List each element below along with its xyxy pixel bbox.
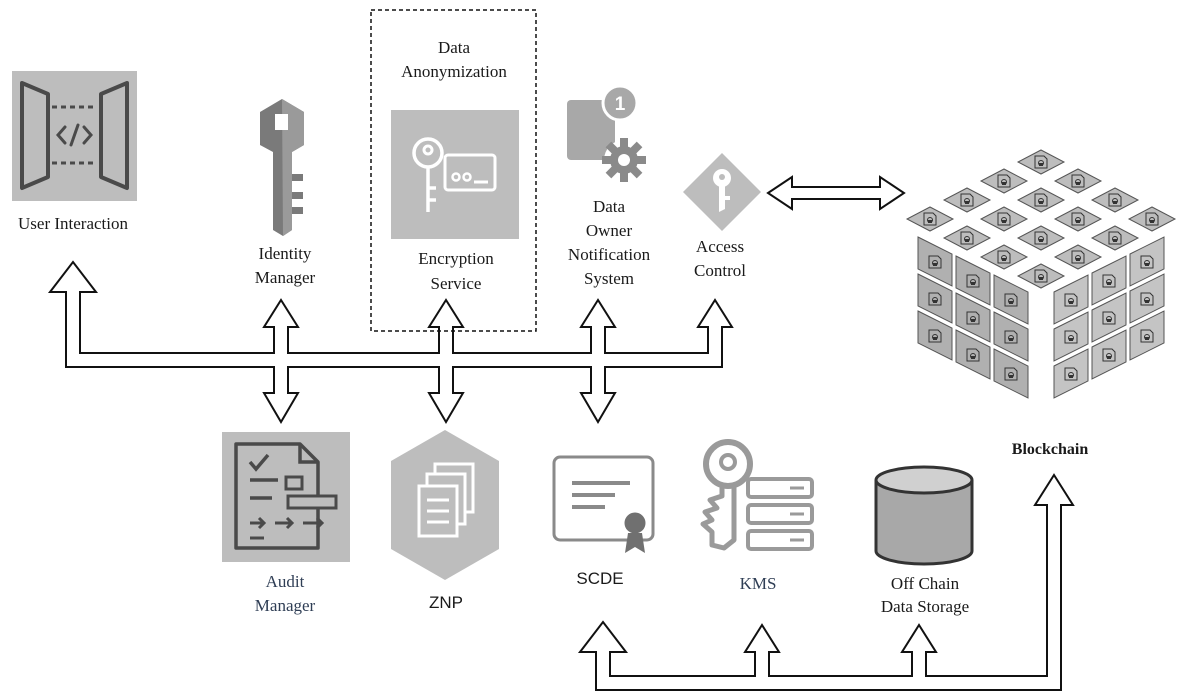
certificate-icon (552, 455, 655, 553)
off-chain-label-1: Off Chain (891, 574, 960, 593)
data-anonymization-label-2: Anonymization (401, 62, 507, 81)
off-chain-label-2: Data Storage (881, 597, 969, 616)
api-gateway-icon (12, 71, 137, 201)
encryption-service-label-2: Service (431, 274, 482, 293)
identity-manager-label-2: Manager (255, 268, 316, 287)
notification-label-2: Owner (586, 221, 633, 240)
database-cylinder-icon (874, 465, 974, 566)
notification-badge: 1 (615, 94, 626, 115)
access-control-label-2: Control (694, 261, 746, 280)
user-interaction-label: User Interaction (18, 214, 128, 233)
notification-gear-icon: 1 (567, 84, 646, 182)
access-blockchain-arrow (766, 175, 906, 211)
audit-manager-label-2: Manager (255, 596, 316, 615)
kms-label: KMS (740, 574, 777, 593)
top-bus (47, 260, 734, 424)
bottom-bus (577, 473, 1075, 691)
audit-manager-label-1: Audit (266, 572, 305, 591)
znp-label: ZNP (429, 593, 463, 612)
key-icon (260, 99, 304, 236)
blockchain-label: Blockchain (1012, 441, 1089, 458)
data-anonymization-group (370, 9, 537, 332)
data-anonymization-label-1: Data (438, 38, 471, 57)
identity-manager-label-1: Identity (259, 244, 312, 263)
key-server-icon (700, 439, 814, 551)
checklist-icon (222, 432, 350, 562)
access-key-diamond-icon (683, 153, 761, 231)
scde-label: SCDE (576, 569, 623, 588)
key-card-icon (391, 110, 519, 239)
encryption-service-label-1: Encryption (418, 249, 494, 268)
block-cube-icon (905, 149, 1177, 399)
notification-label-3: Notification (568, 245, 651, 264)
documents-hexagon-icon (391, 430, 499, 580)
access-control-label-1: Access (696, 237, 744, 256)
notification-label-1: Data (593, 197, 626, 216)
notification-label-4: System (584, 269, 634, 288)
